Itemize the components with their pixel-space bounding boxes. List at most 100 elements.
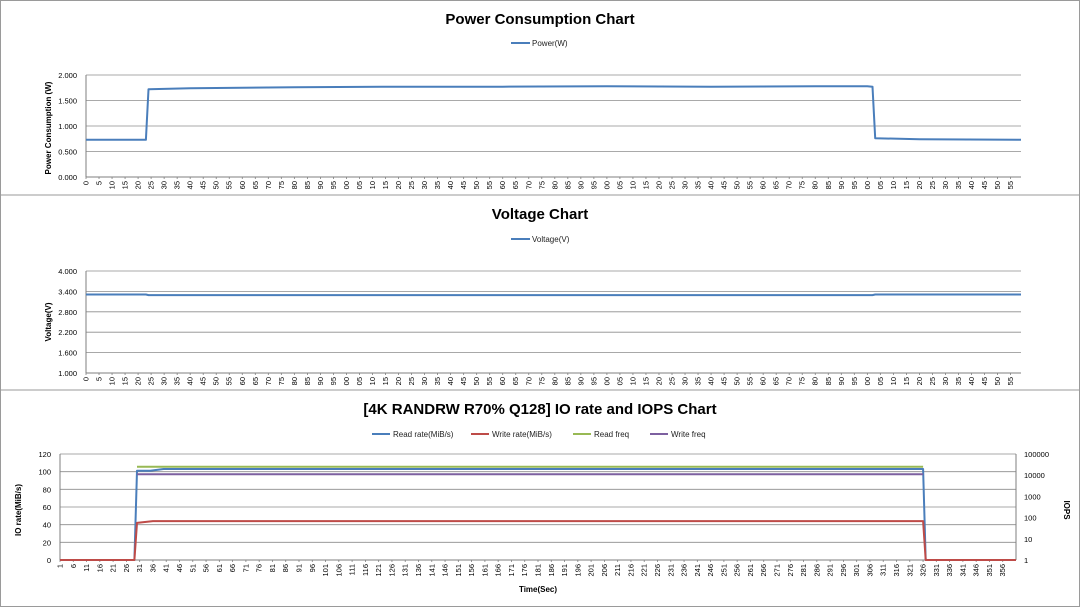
y-tick-label: 20 [43, 538, 51, 547]
x-tick-label: 181 [534, 564, 543, 577]
x-tick-label: 95 [329, 377, 338, 385]
y-tick-label: 1.000 [58, 369, 77, 378]
x-tick-label: 50 [212, 181, 221, 189]
series-line-read-rate-mib-s [60, 468, 1016, 561]
y-tick-label: 2.800 [58, 308, 77, 317]
x-tick-label: 40 [186, 181, 195, 189]
x-tick-label: 121 [374, 564, 383, 577]
x-tick-label: 211 [613, 564, 622, 576]
x-tick-label: 331 [932, 564, 941, 577]
legend: Voltage(V) [511, 235, 570, 244]
x-tick-label: 36 [148, 564, 157, 572]
x-tick-label: 116 [361, 564, 370, 576]
x-tick-label: 45 [199, 377, 208, 385]
x-tick-label: 00 [602, 377, 611, 385]
x-tick-label: 30 [681, 377, 690, 385]
x-tick-label: 05 [615, 377, 624, 385]
x-tick-label: 231 [666, 564, 675, 577]
x-tick-label: 60 [238, 377, 247, 385]
io-rate-iops-chart: [4K RANDRW R70% Q128] IO rate and IOPS C… [14, 401, 1071, 594]
x-tick-label: 41 [162, 564, 171, 572]
x-tick-label: 296 [839, 564, 848, 577]
x-tick-label: 85 [824, 181, 833, 189]
x-tick-label: 51 [188, 564, 197, 572]
x-tick-label: 25 [668, 377, 677, 385]
y2-tick-label: 10000 [1024, 471, 1045, 480]
x-tick-label: 20 [134, 181, 143, 189]
x-tick-label: 90 [316, 181, 325, 189]
x-tick-label: 70 [524, 181, 533, 189]
x-tick-label: 45 [199, 181, 208, 189]
x-tick-label: 356 [998, 564, 1007, 577]
x-tick-label: 15 [902, 377, 911, 385]
x-tick-label: 191 [560, 564, 569, 577]
x-tick-label: 206 [600, 564, 609, 577]
x-tick-label: 55 [746, 377, 755, 385]
legend-label-write-freq: Write freq [671, 430, 706, 439]
x-tick-label: 90 [316, 377, 325, 385]
x-tick-label: 90 [576, 377, 585, 385]
x-tick-label: 45 [980, 377, 989, 385]
x-tick-label: 65 [251, 377, 260, 385]
x-tick-label: 95 [850, 377, 859, 385]
x-tick-label: 271 [773, 564, 782, 577]
x-tick-label: 25 [928, 181, 937, 189]
x-tick-label: 236 [680, 564, 689, 577]
x-tick-label: 96 [308, 564, 317, 572]
x-tick-label: 81 [268, 564, 277, 572]
x-tick-label: 80 [811, 181, 820, 189]
x-tick-label: 10 [368, 181, 377, 189]
x-tick-label: 30 [160, 181, 169, 189]
x-tick-label: 196 [573, 564, 582, 577]
x-tick-label: 05 [876, 181, 885, 189]
x-tick-label: 45 [459, 377, 468, 385]
x-tick-label: 131 [401, 564, 410, 577]
legend-label-power: Power(W) [532, 39, 568, 48]
x-tick-label: 30 [941, 377, 950, 385]
x-tick-label: 55 [746, 181, 755, 189]
x-tick-label: 0 [82, 377, 91, 381]
x-tick-label: 90 [576, 181, 585, 189]
x-tick-label: 306 [865, 564, 874, 577]
x-tick-label: 251 [719, 564, 728, 577]
x-tick-label: 146 [441, 564, 450, 577]
x-tick-label: 156 [467, 564, 476, 577]
x-tick-label: 70 [264, 181, 273, 189]
x-tick-label: 15 [902, 181, 911, 189]
x-tick-label: 186 [547, 564, 556, 577]
x-tick-label: 46 [175, 564, 184, 572]
x-tick-label: 291 [826, 564, 835, 577]
x-tick-label: 25 [407, 181, 416, 189]
x-tick-label: 20 [134, 377, 143, 385]
x-tick-label: 35 [694, 377, 703, 385]
series-line-power-w [86, 85, 1022, 141]
x-tick-label: 281 [799, 564, 808, 577]
x-tick-label: 20 [394, 181, 403, 189]
x-tick-label: 126 [387, 564, 396, 577]
y2-axis-label: IOPS [1062, 500, 1071, 520]
x-tick-label: 55 [1006, 377, 1015, 385]
x-tick-label: 55 [225, 181, 234, 189]
x-tick-label: 141 [427, 564, 436, 577]
y2-tick-label: 10 [1024, 535, 1032, 544]
x-tick-label: 11 [82, 564, 91, 572]
x-tick-label: 65 [772, 181, 781, 189]
x-tick-label: 00 [863, 181, 872, 189]
x-tick-label: 65 [511, 181, 520, 189]
x-tick-label: 311 [879, 564, 888, 576]
x-tick-label: 80 [290, 377, 299, 385]
x-tick-label: 321 [905, 564, 914, 577]
x-tick-label: 00 [602, 181, 611, 189]
x-tick-label: 90 [837, 377, 846, 385]
x-tick-label: 176 [520, 564, 529, 577]
x-tick-label: 35 [433, 377, 442, 385]
x-tick-label: 50 [472, 377, 481, 385]
series-line-voltage-v [86, 293, 1021, 297]
x-tick-label: 10 [889, 181, 898, 189]
y-axis-label: Voltage(V) [44, 302, 53, 341]
x-tick-label: 31 [135, 564, 144, 572]
x-tick-label: 20 [654, 181, 663, 189]
y-tick-label: 100 [38, 468, 51, 477]
x-tick-label: 6 [69, 564, 78, 568]
